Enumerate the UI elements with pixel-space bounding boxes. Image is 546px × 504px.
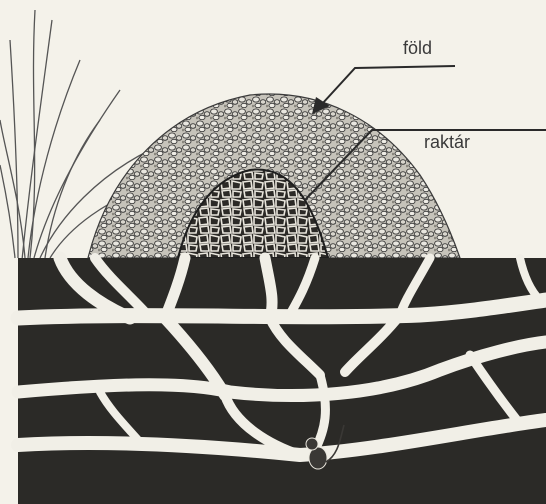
fold-label: föld (403, 38, 432, 59)
raktar-label: raktár (424, 132, 470, 153)
